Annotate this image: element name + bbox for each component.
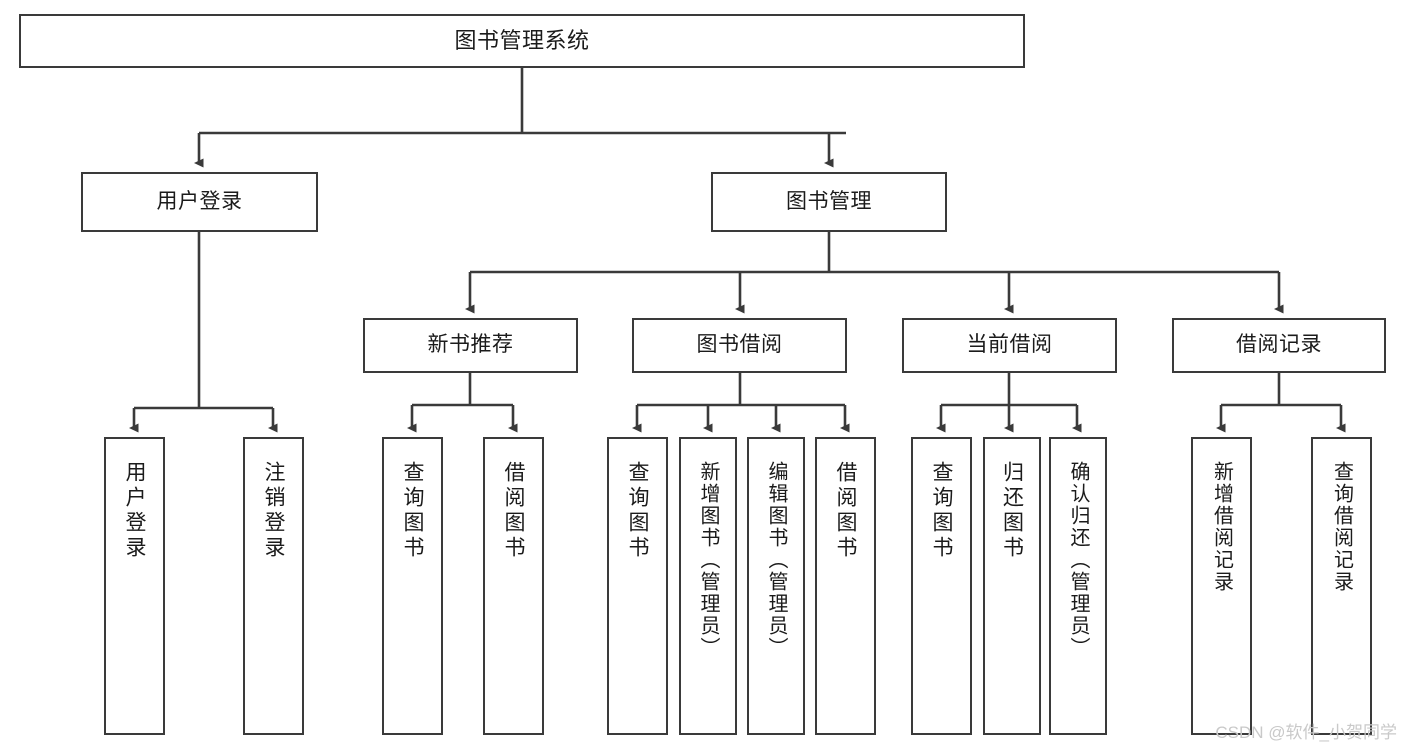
node-book-borrow[interactable]: 图书借阅: [632, 318, 847, 373]
node-leaf-add-book-admin[interactable]: 新增图书（管理员）: [679, 437, 737, 735]
node-leaf-query-book-current[interactable]: 查询图书: [911, 437, 972, 735]
node-leaf-confirm-return-admin[interactable]: 确认归还（管理员）: [1049, 437, 1107, 735]
node-leaf-return-book[interactable]: 归还图书: [983, 437, 1041, 735]
node-leaf-query-borrow-record[interactable]: 查询借阅记录: [1311, 437, 1372, 735]
node-leaf-borrow-book[interactable]: 借阅图书: [815, 437, 876, 735]
node-leaf-edit-book-admin-label: 编辑图书（管理员）: [765, 461, 787, 659]
node-leaf-return-book-label: 归还图书: [1000, 461, 1024, 561]
node-new-book-recommend[interactable]: 新书推荐: [363, 318, 578, 373]
node-leaf-query-book-borrow[interactable]: 查询图书: [607, 437, 668, 735]
node-user-login-label: 用户登录: [156, 189, 243, 213]
node-leaf-logout-label: 注销登录: [262, 461, 285, 561]
node-leaf-logout[interactable]: 注销登录: [243, 437, 304, 735]
node-leaf-query-book-recommend[interactable]: 查询图书: [382, 437, 443, 735]
node-leaf-query-book-borrow-label: 查询图书: [626, 461, 649, 561]
node-root[interactable]: 图书管理系统: [19, 14, 1025, 68]
node-leaf-query-book-current-label: 查询图书: [930, 461, 953, 561]
node-leaf-add-borrow-record[interactable]: 新增借阅记录: [1191, 437, 1252, 735]
node-leaf-query-book-recommend-label: 查询图书: [401, 461, 424, 561]
node-leaf-user-login-label: 用户登录: [123, 461, 146, 561]
node-current-borrow-label: 当前借阅: [966, 333, 1053, 357]
node-leaf-query-borrow-record-label: 查询借阅记录: [1330, 461, 1353, 593]
node-leaf-add-borrow-record-label: 新增借阅记录: [1210, 461, 1233, 593]
node-book-management[interactable]: 图书管理: [711, 172, 947, 232]
node-leaf-user-login[interactable]: 用户登录: [104, 437, 165, 735]
node-leaf-edit-book-admin[interactable]: 编辑图书（管理员）: [747, 437, 805, 735]
node-leaf-borrow-book-label: 借阅图书: [834, 461, 857, 561]
node-leaf-borrow-book-recommend[interactable]: 借阅图书: [483, 437, 544, 735]
node-book-borrow-label: 图书借阅: [696, 333, 783, 357]
node-leaf-add-book-admin-label: 新增图书（管理员）: [697, 461, 719, 659]
node-borrow-records-label: 借阅记录: [1236, 333, 1322, 357]
watermark-text: CSDN @软件_小贺同学: [1215, 723, 1397, 742]
node-book-management-label: 图书管理: [786, 189, 872, 213]
node-root-label: 图书管理系统: [454, 28, 590, 54]
node-leaf-confirm-return-admin-label: 确认归还（管理员）: [1067, 461, 1089, 659]
node-leaf-borrow-book-recommend-label: 借阅图书: [502, 461, 525, 561]
node-new-book-recommend-label: 新书推荐: [427, 333, 514, 357]
node-current-borrow[interactable]: 当前借阅: [902, 318, 1117, 373]
node-borrow-records[interactable]: 借阅记录: [1172, 318, 1386, 373]
node-user-login[interactable]: 用户登录: [81, 172, 318, 232]
